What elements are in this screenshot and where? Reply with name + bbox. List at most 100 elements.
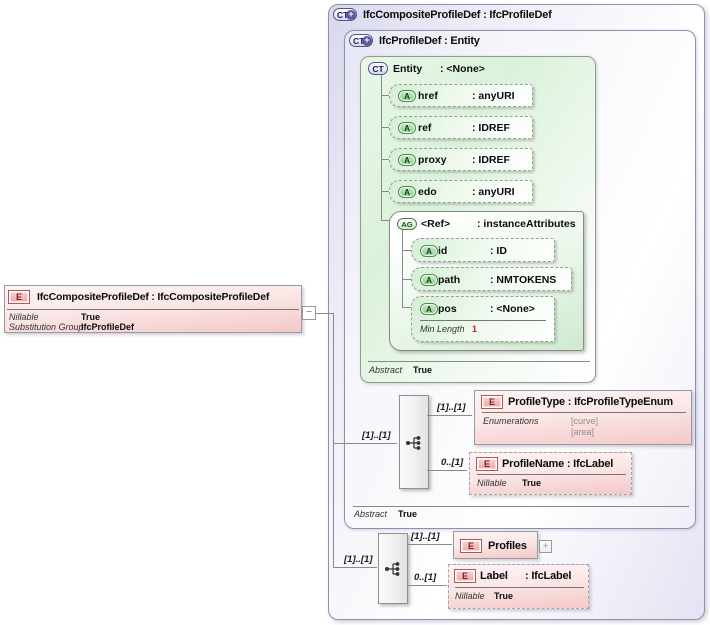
attribute-pos[interactable]: A pos : <None> Min Length 1 <box>411 296 555 342</box>
connector <box>381 220 390 221</box>
attribute-badge: A <box>420 245 438 257</box>
attribute-badge: A <box>420 274 438 286</box>
connector <box>381 159 390 160</box>
complex-type-box-ifcprofiledef[interactable]: CT+ IfcProfileDef : Entity CT Entity : <… <box>344 30 696 529</box>
sequence-icon <box>385 562 400 576</box>
entity-name: Entity <box>393 63 423 75</box>
nillable-value: True <box>81 312 101 322</box>
separator <box>482 412 686 413</box>
cardinality-label: [1]..[1] <box>437 402 466 413</box>
element-badge: E <box>8 290 30 304</box>
connector <box>402 307 411 308</box>
connector <box>402 230 403 307</box>
expand-icon[interactable]: + <box>539 540 552 553</box>
attribute-path[interactable]: A path : NMTOKENS <box>411 267 572 291</box>
cardinality-label: [1]..[1] <box>344 554 373 565</box>
element-badge: E <box>454 569 476 583</box>
facet-label: Min Length <box>420 324 465 334</box>
separator <box>455 587 584 588</box>
connector <box>381 95 390 96</box>
attribute-badge: A <box>398 90 416 102</box>
attribute-ref[interactable]: A ref : IDREF <box>389 116 533 139</box>
attribute-badge: A <box>398 154 416 166</box>
attribute-name: id <box>438 245 448 257</box>
substitution-group-value: IfcProfileDef <box>81 322 135 332</box>
attribute-name: edo <box>418 186 437 198</box>
attribute-id[interactable]: A id : ID <box>411 238 555 262</box>
element-box-label[interactable]: E Label : IfcLabel Nillable True <box>448 564 589 609</box>
element-box-root[interactable]: E IfcCompositeProfileDef : IfcCompositeP… <box>4 285 302 333</box>
connector <box>402 250 411 251</box>
separator <box>368 361 590 362</box>
nillable-label: Nillable <box>477 478 507 488</box>
cardinality-label: [1]..[1] <box>362 430 391 441</box>
attribute-name: pos <box>438 303 457 315</box>
attribute-group-name: <Ref> <box>421 218 451 230</box>
connector <box>381 191 390 192</box>
cardinality-label: [1]..[1] <box>411 531 440 542</box>
attribute-group-type: : instanceAttributes <box>477 218 576 230</box>
nillable-value: True <box>494 591 514 601</box>
connector <box>316 313 333 314</box>
connector <box>427 415 472 416</box>
connector <box>407 585 447 586</box>
attribute-name: href <box>418 90 438 102</box>
element-box-profilename[interactable]: E ProfileName : IfcLabel Nillable True <box>469 452 632 495</box>
element-title: IfcCompositeProfileDef : IfcCompositePro… <box>37 291 270 303</box>
element-badge: E <box>460 539 482 553</box>
connector <box>333 313 334 567</box>
element-title: ProfileType : IfcProfileTypeEnum <box>508 396 673 408</box>
derived-plus-icon: + <box>362 36 372 46</box>
sequence-connector[interactable] <box>378 533 408 604</box>
nillable-label: Nillable <box>455 591 485 601</box>
abstract-label: Abstract <box>354 509 388 519</box>
attribute-type: : anyURI <box>472 90 515 102</box>
cardinality-label: 0..[1] <box>414 572 437 583</box>
element-box-profiles[interactable]: E Profiles <box>453 531 538 559</box>
attribute-edo[interactable]: A edo : anyURI <box>389 180 533 203</box>
separator <box>420 320 546 321</box>
attribute-type: : NMTOKENS <box>490 274 557 286</box>
complex-type-badge: CT <box>368 62 388 75</box>
collapse-icon[interactable]: − <box>302 306 316 320</box>
connector <box>381 127 390 128</box>
attribute-group-badge: AG <box>397 218 417 230</box>
element-type: : IfcLabel <box>525 570 572 582</box>
attribute-href[interactable]: A href : anyURI <box>389 84 533 107</box>
entity-type: : <None> <box>440 63 485 75</box>
attribute-type: : IDREF <box>472 122 510 134</box>
complex-type-box-ifccompositeprofiledef[interactable]: CT+ IfcCompositeProfileDef : IfcProfileD… <box>328 4 705 620</box>
abstract-value: True <box>413 365 433 375</box>
derived-plus-icon: + <box>346 10 356 20</box>
attribute-name: ref <box>418 122 432 134</box>
complex-type-box-entity[interactable]: CT Entity : <None> A href : anyURI A <box>360 56 596 383</box>
element-badge: E <box>476 457 498 471</box>
nillable-label: Nillable <box>9 312 39 322</box>
attribute-badge: A <box>398 186 416 198</box>
connector <box>381 75 382 220</box>
attribute-type: : ID <box>490 245 507 257</box>
element-title: Profiles <box>488 540 527 552</box>
connector <box>407 544 452 545</box>
enumeration-value: [curve] <box>571 416 599 426</box>
attribute-type: : <None> <box>490 303 535 315</box>
sequence-icon <box>406 436 421 450</box>
separator <box>353 506 689 507</box>
separator <box>7 309 299 310</box>
attribute-proxy[interactable]: A proxy : IDREF <box>389 148 533 171</box>
complex-type-title: IfcProfileDef : Entity <box>379 35 480 47</box>
attribute-group-instanceattributes[interactable]: AG <Ref> : instanceAttributes A id : ID … <box>389 211 584 351</box>
connector <box>333 443 397 444</box>
complex-type-badge: CT+ <box>349 34 373 47</box>
sequence-connector[interactable] <box>399 395 429 489</box>
abstract-value: True <box>398 509 418 519</box>
enumerations-label: Enumerations <box>483 416 539 426</box>
element-title: ProfileName : IfcLabel <box>502 458 614 470</box>
complex-type-title: IfcCompositeProfileDef : IfcProfileDef <box>363 9 552 21</box>
abstract-label: Abstract <box>369 365 403 375</box>
element-box-profiletype[interactable]: E ProfileType : IfcProfileTypeEnum Enume… <box>474 390 692 445</box>
connector <box>427 470 467 471</box>
element-name: Label <box>480 570 508 582</box>
attribute-badge: A <box>398 122 416 134</box>
